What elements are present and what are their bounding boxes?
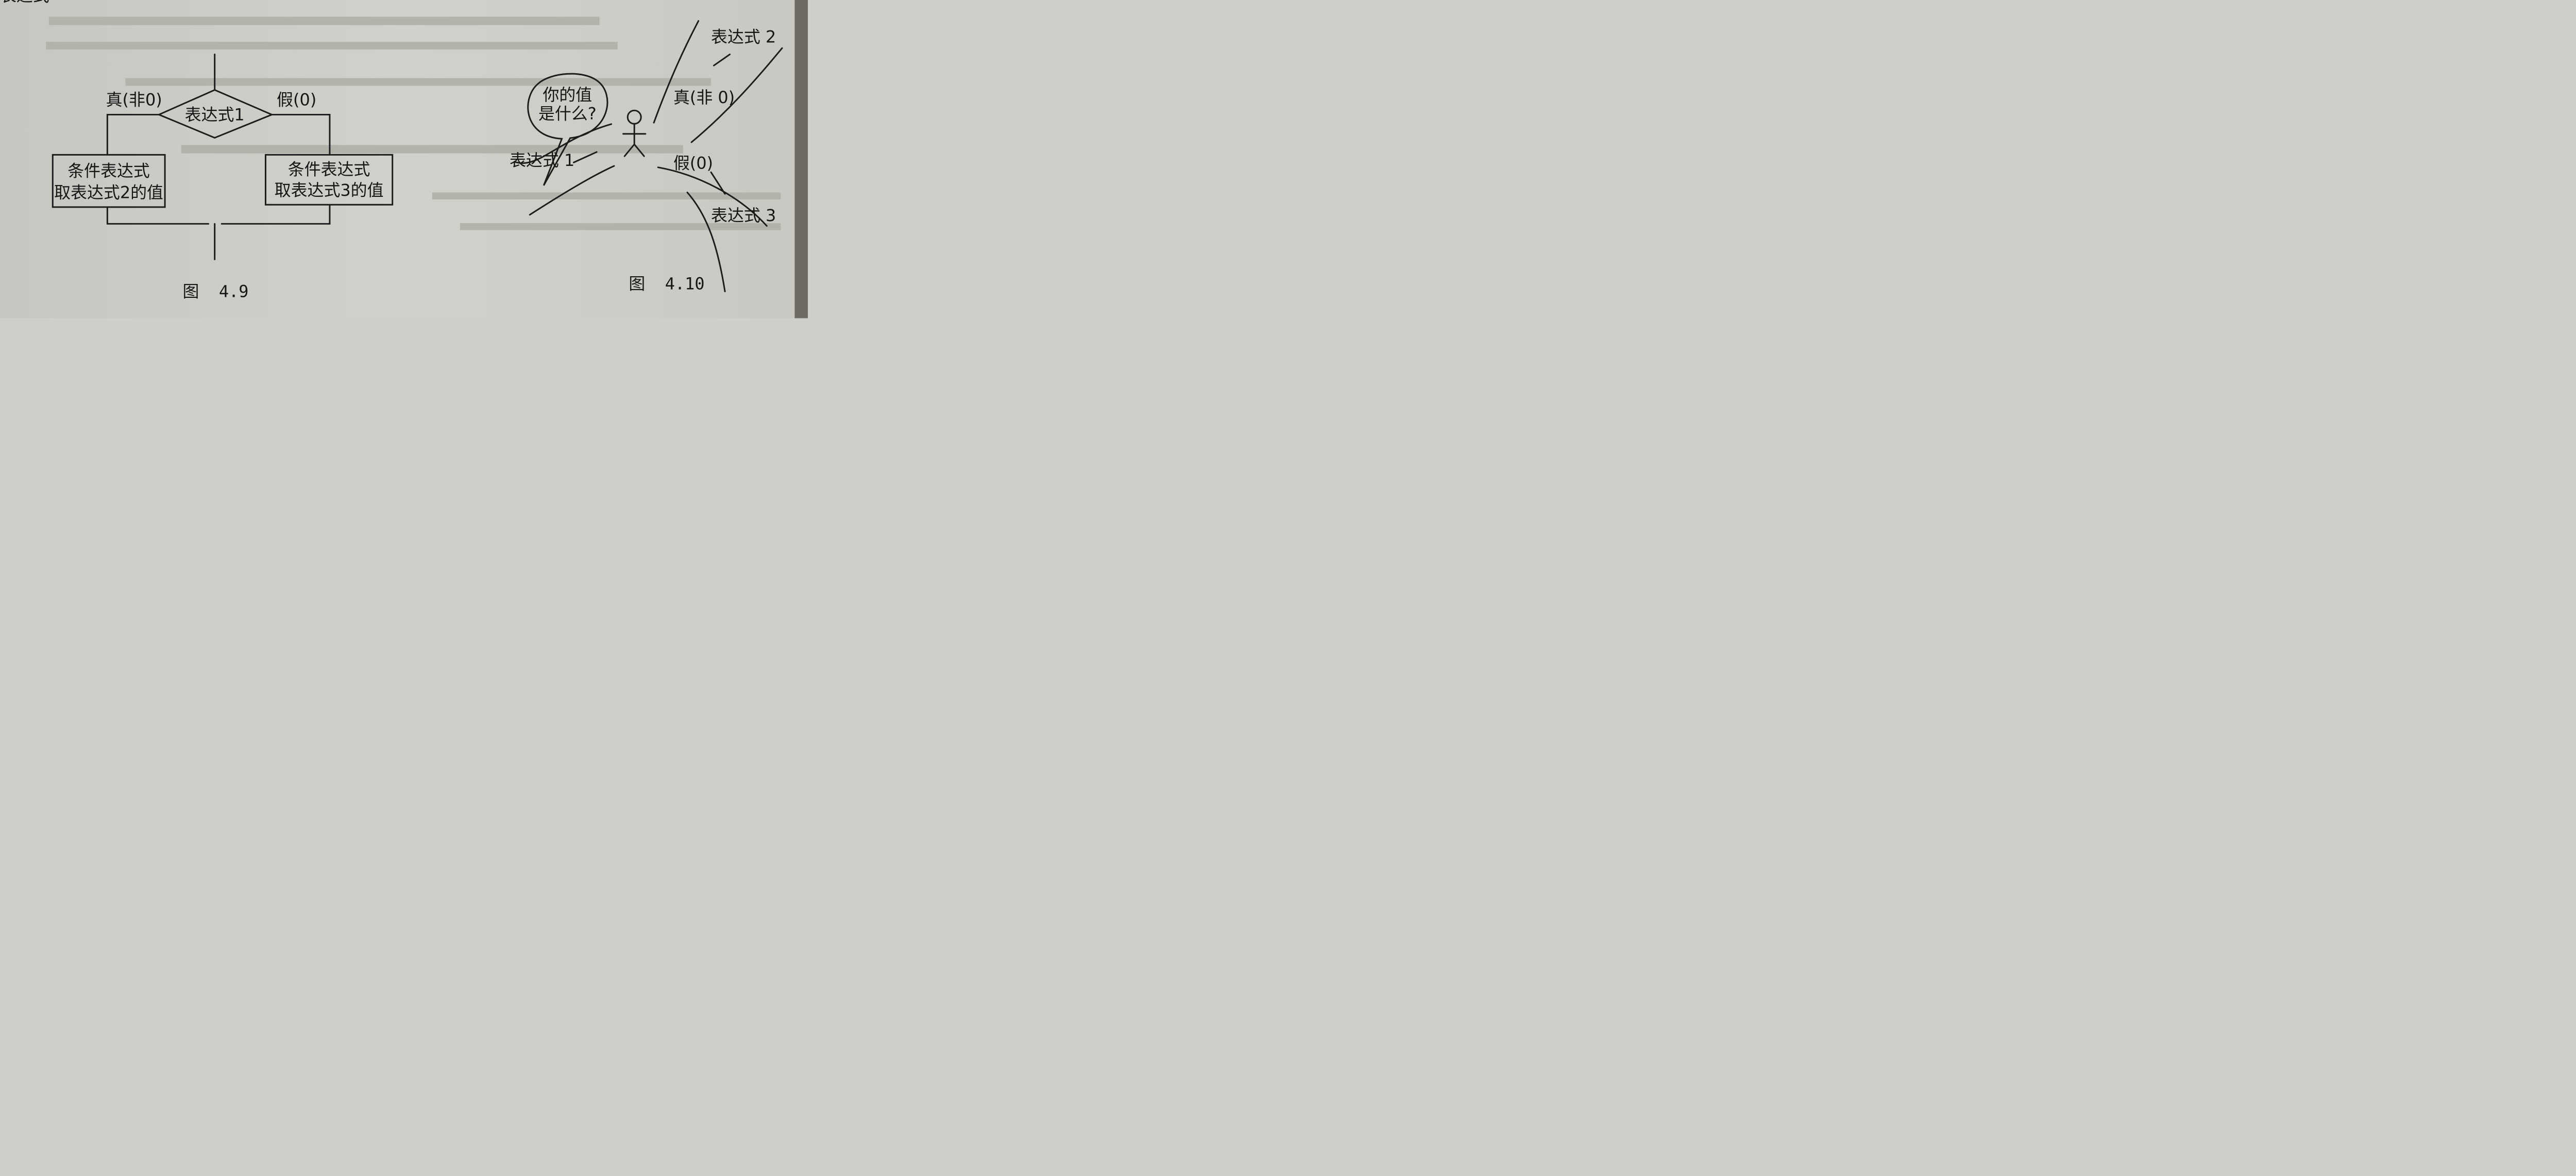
bubble-line-1: 你的值: [543, 85, 592, 105]
figure-4-9: 表达式1 真(非0) 假(0) 条件表达式 取表达式2的值 条件表达式 取表达式…: [52, 54, 394, 301]
expr1-label: 表达式 1: [510, 150, 574, 170]
figure-4-10: 你的值 是什么? 表达式 1 表达式 2 真(非 0) 假(0) 表达式 3 图…: [510, 20, 783, 293]
caption-4-10: 图 4.10: [629, 274, 704, 293]
expr1-arrow: [573, 151, 598, 163]
left-box-line-1: 条件表达式: [67, 161, 150, 180]
left-box-line-2: 取表达式2的值: [54, 182, 163, 202]
false-label: 假(0): [277, 90, 316, 109]
bleed-through: [46, 16, 781, 230]
right-box-line-1: 条件表达式: [288, 160, 370, 179]
road-curve-top-right: [690, 47, 783, 143]
road-curve-top-upper: [653, 20, 700, 124]
caption-4-9: 图 4.9: [182, 281, 248, 301]
stick-figure: [622, 109, 647, 157]
top-left-fragment: 表达式: [0, 0, 49, 6]
condition-diamond: [157, 89, 274, 139]
speech-bubble: [527, 73, 608, 186]
left-result-box: [52, 154, 166, 208]
left-merge-line: [106, 206, 210, 225]
page-edge: [794, 0, 808, 318]
expr3-label: 表达式 3: [711, 206, 776, 225]
true-label: 真(非0): [106, 90, 162, 109]
paper: [0, 0, 808, 318]
true-branch-line: [106, 113, 160, 155]
right-box-line-2: 取表达式3的值: [275, 180, 384, 200]
false-branch-line: [271, 113, 331, 155]
page-figures: 表达式 表达式1 真(非0) 假(0) 条件表达式 取表达式2的值 条件表达式 …: [0, 0, 808, 318]
road-curve-bottom-lower: [686, 191, 726, 293]
right-merge-line: [221, 204, 331, 225]
bubble-line-2: 是什么?: [538, 104, 597, 123]
expr3-arrow: [710, 171, 726, 195]
true-label-4-10: 真(非 0): [673, 88, 735, 107]
diamond-label: 表达式1: [185, 105, 245, 124]
expr2-label: 表达式 2: [711, 27, 776, 47]
road-curve-bottom-left: [529, 165, 615, 216]
expr2-arrow: [713, 54, 731, 66]
textbook-page: 表达式 表达式1 真(非0) 假(0) 条件表达式 取表达式2的值 条件表达式 …: [0, 0, 808, 318]
road-curve-bottom-right: [657, 166, 768, 227]
false-label-4-10: 假(0): [673, 153, 713, 173]
